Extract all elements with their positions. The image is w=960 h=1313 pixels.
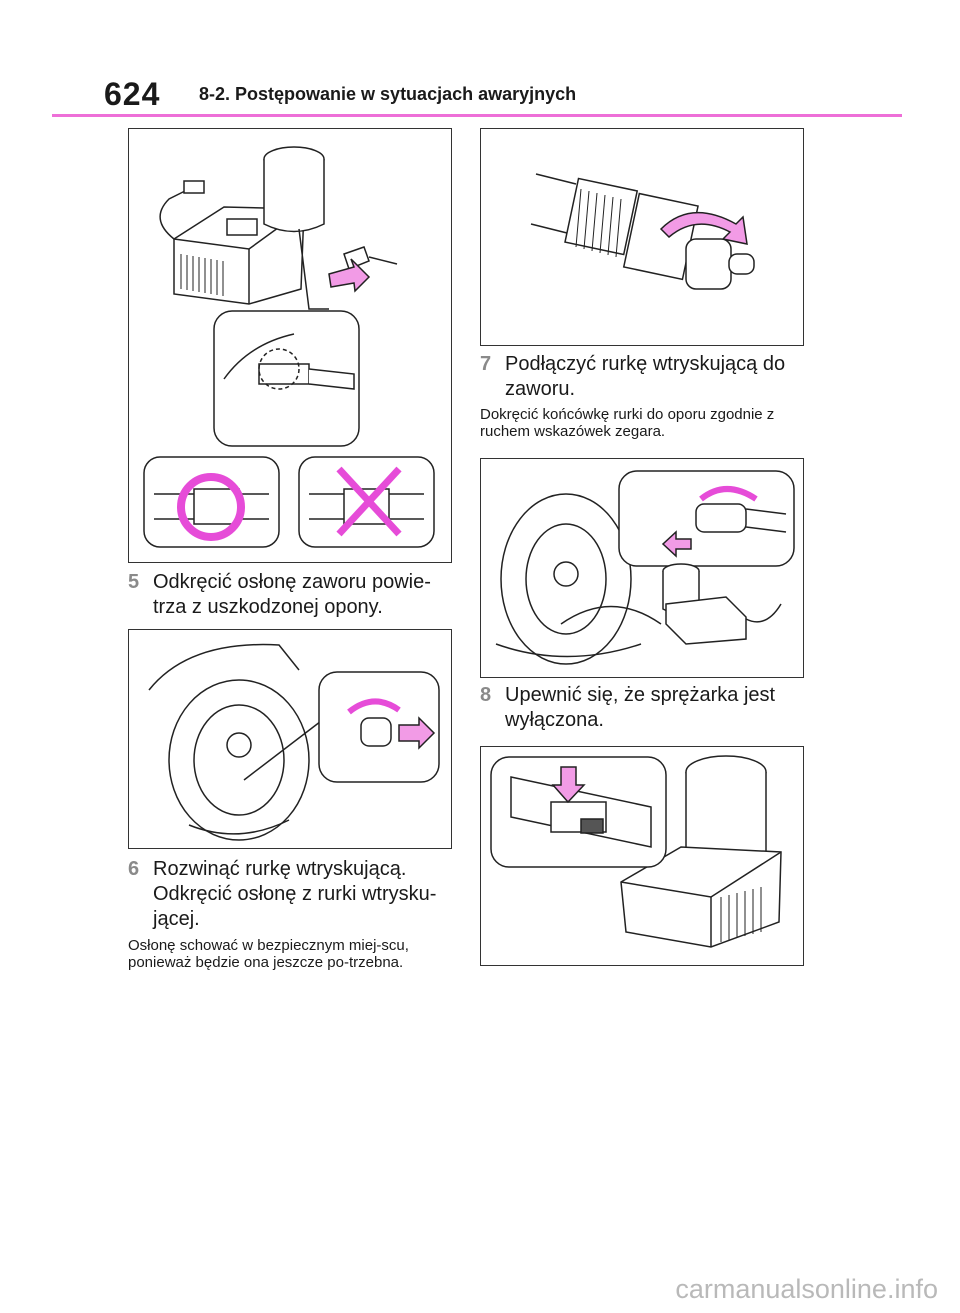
step-number: 6	[128, 858, 140, 880]
step-5: 5 Odkręcić osłonę zaworu powie-trza z us…	[128, 570, 448, 620]
step-8: 8 Upewnić się, że sprężarka jest wyłączo…	[480, 683, 800, 733]
figure-hose-cap	[480, 128, 804, 346]
section-title: 8-2. Postępowanie w sytuacjach awaryjnyc…	[199, 84, 577, 104]
step-number: 5	[128, 571, 140, 593]
step-text: Podłączyć rurkę wtryskującą do zaworu.	[505, 353, 786, 400]
header-rule	[52, 114, 902, 117]
step-text: Odkręcić osłonę zaworu powie-trza z uszk…	[153, 571, 431, 618]
step-number: 8	[480, 684, 492, 706]
figure-remove-valve-cap	[128, 629, 452, 849]
step-6-note: Osłonę schować w bezpiecznym miej-scu, p…	[128, 937, 409, 971]
step-text: Upewnić się, że sprężarka jest wyłączona…	[505, 684, 776, 731]
step-6: 6 Rozwinąć rurkę wtryskującą. Odkręcić o…	[128, 857, 448, 932]
step-text: Rozwinąć rurkę wtryskującą. Odkręcić osł…	[153, 858, 437, 930]
page-number: 624	[104, 76, 161, 112]
step-number: 7	[480, 353, 492, 375]
figure-compressor-connector	[128, 128, 452, 563]
figure-connect-hose	[480, 458, 804, 678]
step-7-note: Dokręcić końcówkę rurki do oporu zgodnie…	[480, 406, 775, 440]
compressor-illustration	[143, 146, 435, 548]
figure-switch-off	[480, 746, 804, 966]
step-7: 7 Podłączyć rurkę wtryskującą do zaworu.	[480, 352, 800, 402]
watermark: carmanualsonline.info	[675, 1274, 938, 1304]
